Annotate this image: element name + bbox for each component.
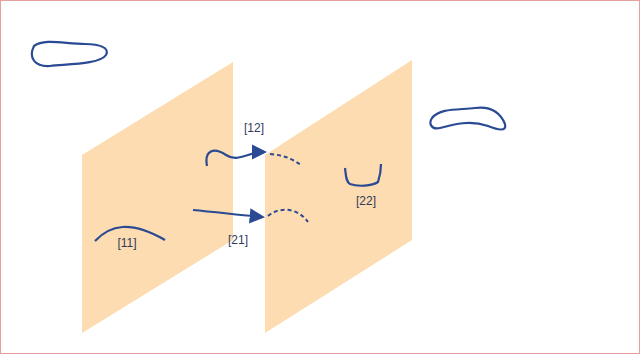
curve-arrow bbox=[193, 210, 262, 217]
curve-arrow bbox=[206, 151, 264, 166]
callout-number: [22] bbox=[356, 194, 376, 208]
blob-curve bbox=[32, 42, 107, 66]
plane-curve bbox=[345, 164, 381, 186]
callout-number: [12] bbox=[244, 121, 264, 135]
plane bbox=[265, 60, 412, 333]
dashed-curve bbox=[268, 210, 308, 222]
callout-number: [11] bbox=[117, 236, 136, 250]
plane bbox=[82, 62, 233, 333]
blob-curve bbox=[430, 108, 505, 130]
callout-number: [21] bbox=[228, 233, 248, 247]
dashed-curve bbox=[270, 154, 302, 166]
